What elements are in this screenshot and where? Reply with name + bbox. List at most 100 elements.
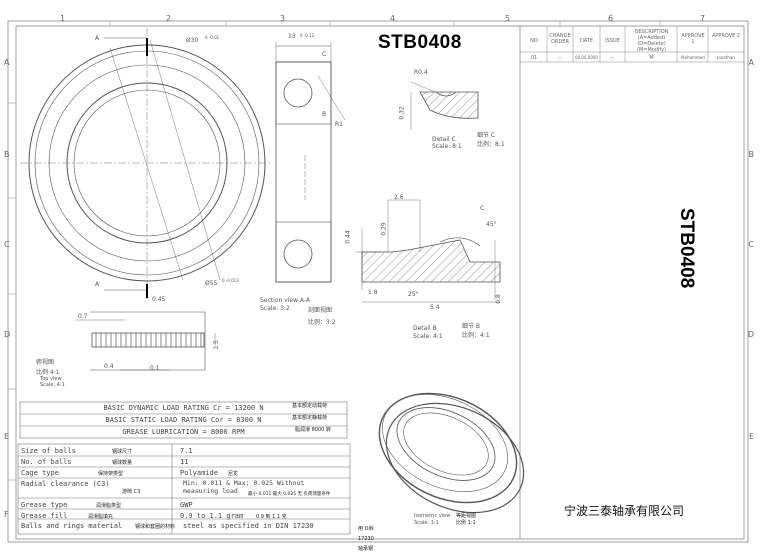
rev-header-issue: ISSUE (605, 38, 620, 44)
spec-label: Grease fill (21, 512, 68, 520)
rating-grease-cn: 脂润滑 8000 转 (295, 427, 331, 433)
spec-label-cn: 钢球和套圈的材料 (135, 524, 176, 530)
spec-row-grease-type: Grease type 润滑脂类型 GWP (18, 500, 350, 510)
dim-detail-c-radius: R0.4 (414, 69, 428, 76)
spec-row-clearance: Radial clearance (C3) 游隙 C3 Min: 0.011 &… (18, 479, 350, 497)
rating-grease: GREASE LUBRICATION = 8000 RPM (122, 428, 245, 436)
section-mark-top: A (95, 35, 100, 42)
spec-label: Radial clearance (C3) (21, 480, 110, 488)
spec-value-cn: 用 DIN 17230 轴承钢 (358, 526, 374, 552)
rev-row-no: 01 (530, 55, 538, 61)
dim-detail-b-c: C (480, 205, 485, 212)
top-view-scale-cn: 比例 4:1 (36, 369, 60, 376)
dim-detail-b-044: 0.44 (344, 230, 352, 244)
grid-col-4: 4 (390, 14, 396, 23)
grid-col-7: 7 (700, 14, 706, 23)
section-ref-b: B (322, 111, 327, 118)
spec-label-cn: 钢球数量 (112, 460, 133, 466)
spec-row-ball-count: No. of balls 钢球数量 11 (18, 457, 350, 467)
dim-detail-c-032: 0.32 (398, 106, 406, 120)
grid-row-b-right: B (748, 150, 755, 159)
detail-c-label: Detail C (432, 136, 456, 143)
rev-row-issue: -- (610, 55, 615, 61)
dim-section-width-tol: 0 -0.12 (300, 33, 315, 38)
dim-top-07: 0.7 (78, 313, 88, 320)
dim-outer-diameter: Ø30 (186, 37, 199, 44)
grid-row-b: B (4, 150, 10, 159)
section-view-scale: Scale: 3:2 (260, 305, 290, 312)
rev-header-date: DATE (579, 38, 593, 44)
top-view-label: Top view (40, 376, 62, 382)
iso-view-label: Isometric view (414, 513, 451, 519)
grid-col-3: 3 (280, 14, 286, 23)
rev-header-approve1: APPROVE 1 (681, 33, 705, 45)
rev-header-desc: DESCRIPTION (A=Added) (D=Delete) (M=Modi… (634, 29, 669, 53)
rev-header-approve2: APPROVE 2 (711, 33, 741, 39)
spec-row-cage: Cage type 保持架类型 Polyamide 尼龙 (18, 468, 350, 478)
spec-value: 0.9 to 1.1 gram (180, 512, 244, 520)
part-number-vertical: STB0408 (676, 208, 697, 289)
spec-value: Min: 0.011 & Max: 0.025 Without measurin… (183, 479, 305, 495)
detail-c-scale: Scale: 8:1 (432, 143, 462, 150)
spec-label: Grease type (21, 501, 68, 509)
ratings-box (19, 401, 348, 439)
grid-row-c-right: C (748, 240, 754, 249)
rating-static-cn: 基本额定静载荷 (292, 415, 328, 421)
revision-table-lines (520, 26, 744, 63)
front-view (20, 28, 270, 300)
company-name: 宁波三泰轴承有限公司 (564, 504, 685, 518)
grid-row-d-right: D (747, 330, 754, 339)
spec-label-cn: 保持架类型 (98, 471, 124, 477)
top-view-scale: Scale: 4:1 (40, 382, 65, 388)
spec-row-material: Balls and rings material 钢球和套圈的材料 steel … (18, 521, 374, 552)
section-view-label-cn: 剖面视图 (308, 307, 333, 314)
spec-row-grease-fill: Grease fill 润滑脂填充 0.9 to 1.1 gram 0.9 到 … (18, 511, 350, 521)
rating-dynamic: BASIC DYNAMIC LOAD RATING Cr = 13200 N (103, 404, 264, 412)
dim-top-045: 0.45 (152, 296, 166, 303)
detail-c (410, 81, 479, 130)
section-view (275, 42, 346, 283)
grid-row-a: A (4, 58, 10, 67)
grid-row-d: D (4, 330, 11, 339)
iso-view-scale: Scale: 1:1 (414, 520, 439, 526)
spec-label: Cage type (21, 469, 59, 477)
spec-value: 11 (180, 458, 189, 466)
spec-label: No. of balls (21, 458, 72, 466)
grid-row-e-right: E (748, 432, 754, 441)
spec-value-cn: 最小 0.011 最大 0.025 无 负荷测量条件 (248, 492, 331, 497)
rev-row-approve1: Mohammed (681, 55, 705, 60)
spec-table-lines (17, 443, 351, 535)
detail-c-label-cn: 细节 C (477, 132, 496, 139)
dim-top-01: 0.1 (150, 365, 160, 372)
grid-col-6: 6 (608, 14, 614, 23)
rating-static: BASIC STATIC LOAD RATING Cor = 8300 N (105, 416, 262, 424)
section-ref-c: C (322, 51, 327, 58)
dim-top-15: 1.5 (212, 340, 220, 350)
iso-view-scale-cn: 比例 1:1 (456, 520, 476, 526)
rev-row-desc: M (649, 55, 654, 61)
grid-ticks (8, 21, 661, 481)
dim-section-width: 13 (288, 33, 296, 40)
grid-row-c: C (4, 240, 10, 249)
section-ref-r: R1 (335, 121, 343, 128)
spec-value: GWP (180, 501, 193, 509)
grid-row-e: E (4, 432, 10, 441)
detail-b-scale-cn: 比例：4:1 (462, 332, 490, 339)
spec-label: Balls and rings material (21, 522, 123, 530)
rev-row-approve2: Jonathan (717, 55, 735, 60)
grid-row-f: F (4, 510, 9, 519)
dim-top-04: 0.4 (104, 363, 114, 370)
dim-detail-b-08: 0.8 (494, 294, 502, 304)
spec-table: Size of balls 钢球尺寸 7.1 No. of balls 钢球数量… (18, 444, 374, 552)
detail-c-scale-cn: 比例：8:1 (477, 141, 505, 148)
detail-b-label: Detail B (413, 325, 437, 332)
spec-value-cn: 尼龙 (228, 471, 239, 477)
outer-border (7, 20, 749, 543)
spec-row-ball-size: Size of balls 钢球尺寸 7.1 (18, 446, 350, 456)
dim-detail-b-54: 5.4 (430, 304, 440, 311)
detail-b (355, 199, 501, 303)
top-view (75, 311, 216, 371)
iso-view-label-cn: 等距视图 (456, 513, 477, 519)
rev-header-change: CHANGE ORDER (549, 33, 571, 45)
grid-col-1: 1 (60, 14, 66, 23)
